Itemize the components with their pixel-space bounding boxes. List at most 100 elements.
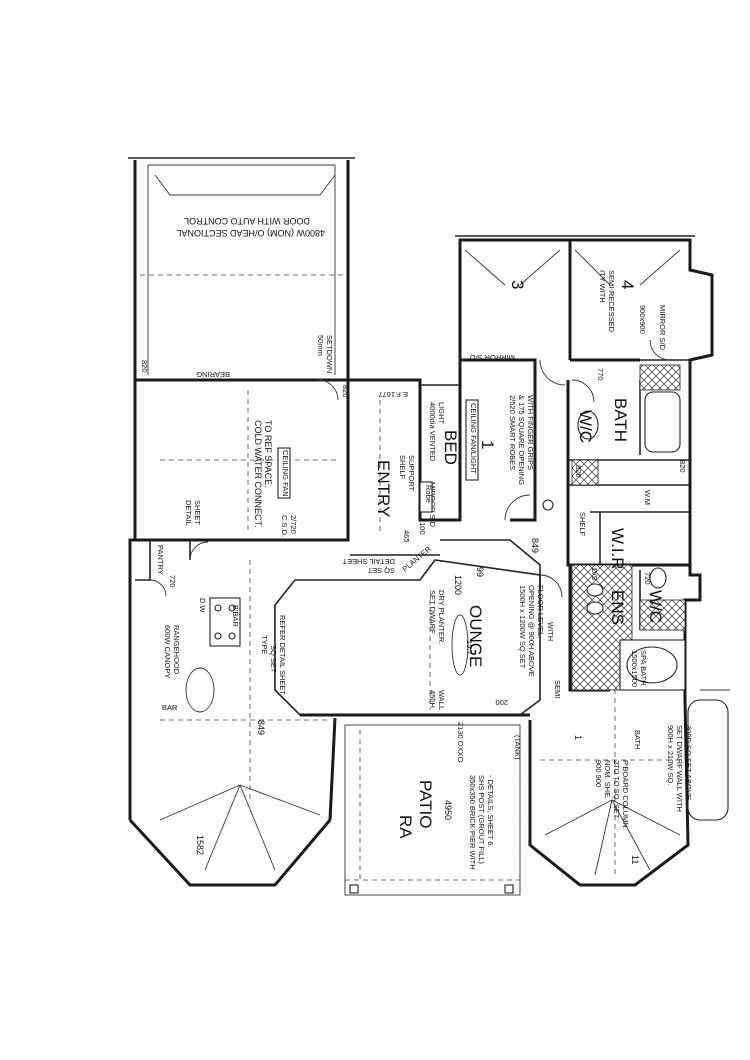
- column-2: NOM. SHE.: [603, 760, 612, 799]
- robes-2: & 175 SQUARE OPENING: [517, 395, 526, 485]
- bed4-number: 4: [618, 280, 637, 289]
- rangehood-2: RANGEHOOD: [172, 625, 181, 675]
- cold-water-2: TO REF SPACE.: [263, 420, 273, 488]
- bed3-number: 3: [508, 280, 527, 289]
- opening-3: FLOOR LEVEL.: [536, 585, 545, 638]
- bed4-note-2: SEMI-RECESSED: [607, 270, 616, 333]
- spa-label-1: 1500x1500: [630, 650, 639, 687]
- dining-bath: BATH: [633, 730, 642, 749]
- patio-tank: (TANK): [513, 735, 522, 760]
- bed1-vented-1: 4000dia VENTED: [428, 402, 437, 462]
- pier-1: 350x350 BRICK PIER WITH: [468, 775, 477, 870]
- family-type-1: TYPE: [260, 635, 269, 655]
- pantry-door: 720: [168, 575, 177, 588]
- lounge-dim-99: 99: [475, 567, 485, 577]
- wir-shelf: SHELF: [578, 512, 587, 537]
- bath-label: BATH: [611, 398, 630, 442]
- dining-num-1: 1: [573, 735, 583, 740]
- dwarf-wall-2: SET DWARF WALL WITH: [675, 725, 684, 812]
- column-3: 2TO TO SQ. SET: [612, 760, 621, 819]
- family-type-2: SQ SET: [269, 645, 278, 673]
- bath-dim-820b: 820: [678, 460, 687, 473]
- corridor-dim-849: 849: [530, 538, 540, 553]
- cold-water-1: COLD WATER CONNECT.: [253, 420, 263, 528]
- lounge-wall-2: WALL: [437, 690, 446, 710]
- robes-1: 2/520 SMART ROBES: [508, 395, 517, 470]
- bed1-robe: Robe: [424, 485, 433, 503]
- bed4-dim: 900x900: [638, 305, 647, 334]
- bath-dim-820: 820: [574, 465, 583, 478]
- column-1: 900 900: [594, 760, 603, 787]
- garage-door-note-1: 4800W (NOM) O/HEAD SECTIONAL: [176, 228, 325, 238]
- ens-label: ENS: [608, 590, 627, 625]
- bed1-vented-2: LIGHT: [437, 402, 446, 425]
- planter-2: DRY PLANTER.: [437, 590, 446, 644]
- ens-wc: W/C: [646, 590, 665, 623]
- bed1-number: 1: [478, 440, 497, 449]
- entry-label: ENTRY: [374, 460, 393, 517]
- laundry-ceiling-fan: CEILING FAN: [281, 450, 290, 497]
- pier-3: - DETAILS, SHEET 6.: [486, 775, 495, 848]
- family-type-3: REFER DETAIL SHEET: [278, 615, 287, 695]
- laundry-door-width: 820: [341, 385, 350, 398]
- patio-ra: RA: [396, 815, 415, 839]
- spa-label-2: SPA BATH: [639, 650, 648, 686]
- lounge-dim-200: 200: [495, 698, 508, 707]
- bath-dim-770: 770: [596, 368, 605, 381]
- dining-num-11: 11: [630, 855, 640, 864]
- garage-setdown-2: SETDOWN: [325, 335, 334, 373]
- outer-walls: [128, 157, 730, 887]
- robes-3: WITH FINGER GRIPS: [526, 395, 535, 470]
- shelf-support-2: SUPPORT: [407, 455, 416, 492]
- lounge-dim-1200: 1200: [453, 575, 463, 595]
- bed4-note-1: ITY WITH: [598, 270, 607, 303]
- csd-label: C.S.D.: [280, 515, 289, 537]
- opening-2: OPENING @ 900H ABOVE: [527, 585, 536, 677]
- lounge-wall-1: 450H: [428, 690, 437, 708]
- garage-setdown-1: 50mm: [316, 335, 325, 356]
- pier-2: SHS POST (GROUT FILL): [477, 775, 486, 864]
- dw-label: D.W: [198, 598, 207, 614]
- lounge-detail-1: SQ SET: [367, 566, 395, 575]
- family-dim-849: 849: [256, 720, 266, 735]
- bed3-mirror: MIRROR S/D: [469, 353, 515, 362]
- garage-bearing: BEARING: [196, 370, 230, 379]
- patio-top-dim: 2130 OXXO: [456, 722, 465, 763]
- annotation-lines: [140, 164, 681, 896]
- garage-door-width: 820: [140, 360, 149, 373]
- pantry-label: PANTRY: [156, 545, 165, 575]
- dwarf-wall-3: 300D SQ.SET ABOVE: [684, 725, 693, 800]
- lounge-label: OUNGE: [466, 605, 485, 667]
- bed1-label: BED: [441, 430, 460, 465]
- bed1-fan: CEILING FAN/LIGHT: [469, 403, 478, 474]
- lounge-dim-157: 15.7: [465, 640, 474, 655]
- entry-ef: E.F.1677: [378, 390, 408, 399]
- family-dim-1582: 1582: [195, 835, 205, 855]
- wet-areas: [209, 364, 686, 691]
- wir-ds: D/S: [590, 568, 599, 581]
- entry-dim-100: 100: [418, 522, 427, 535]
- lounge-with: WITH: [546, 622, 555, 641]
- laundry-detail-2: SHEET: [193, 500, 202, 525]
- shelf-support-1: SHELF: [398, 455, 407, 480]
- column-4: P'BOARD COLUMN.: [621, 760, 630, 830]
- bath-wc: W/C: [576, 410, 595, 443]
- patio-dim: 4950: [443, 800, 453, 820]
- dwarf-wall-1: 900H x 210W SQ.: [666, 725, 675, 785]
- ens-dim: 720: [643, 572, 652, 585]
- lounge-semi: SEMI: [553, 680, 562, 698]
- planter-1: SET DWARF: [428, 590, 437, 634]
- bbar-label: BAR: [162, 703, 178, 712]
- lounge-detail-2: DETAIL SHEET: [342, 557, 395, 566]
- opening-1: 1500H x 1200W SQ.SET: [518, 585, 527, 669]
- laundry-wm: W.M: [643, 490, 652, 505]
- internal-walls: [135, 240, 690, 717]
- csd-width: 2/720: [289, 515, 298, 534]
- bed4-mirror: MIRROR S/D: [658, 305, 667, 351]
- garage-door-note-2: DOOR WITH AUTO CONTROL: [184, 216, 310, 226]
- wir-label: W.I.R: [608, 528, 627, 570]
- entry-dim-465: 465: [402, 530, 411, 543]
- patio-label: PATIO: [416, 780, 435, 829]
- bar-label: B'BAR: [231, 605, 240, 627]
